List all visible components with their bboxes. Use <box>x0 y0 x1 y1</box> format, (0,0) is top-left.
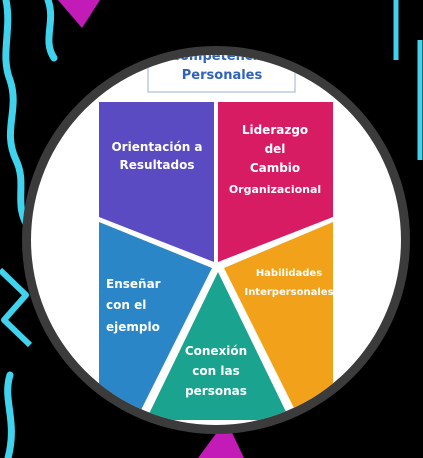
segment-ensenar <box>99 222 212 420</box>
title-line-1: Competencias <box>170 49 273 64</box>
title-line-2: Personales <box>182 68 263 83</box>
magenta-triangle-top <box>58 0 100 28</box>
ensenar-line-3: ejemplo <box>106 320 160 334</box>
cyan-wave-left <box>2 0 34 234</box>
habilidades-line-1: Habilidades <box>256 268 322 279</box>
conexion-line-2: con las <box>192 364 239 378</box>
ensenar-line-1: Enseñar <box>106 277 161 291</box>
segment-liderazgo <box>218 102 333 262</box>
ensenar-line-2: con el <box>106 298 146 312</box>
conexion-line-3: personas <box>185 384 247 398</box>
orientacion-line-2: Resultados <box>120 158 195 172</box>
segment-conexion <box>146 272 290 420</box>
cyan-frame-right <box>393 0 423 160</box>
segment-habilidades <box>224 222 333 420</box>
liderazgo-line-2: del <box>265 142 286 156</box>
cyan-zigzag-left <box>0 267 33 348</box>
cyan-wave-bottom-left <box>4 371 15 458</box>
liderazgo-line-4: Organizacional <box>229 183 321 196</box>
segment-orientacion <box>99 102 214 262</box>
magenta-triangle-bottom <box>198 420 244 458</box>
orientacion-line-1: Orientación a <box>111 140 202 154</box>
liderazgo-line-1: Liderazgo <box>242 123 308 137</box>
liderazgo-line-3: Cambio <box>250 161 300 175</box>
conexion-line-1: Conexión <box>185 344 247 358</box>
cyan-wave-left-2 <box>44 0 58 62</box>
habilidades-line-2: Interpersonales <box>244 287 333 298</box>
